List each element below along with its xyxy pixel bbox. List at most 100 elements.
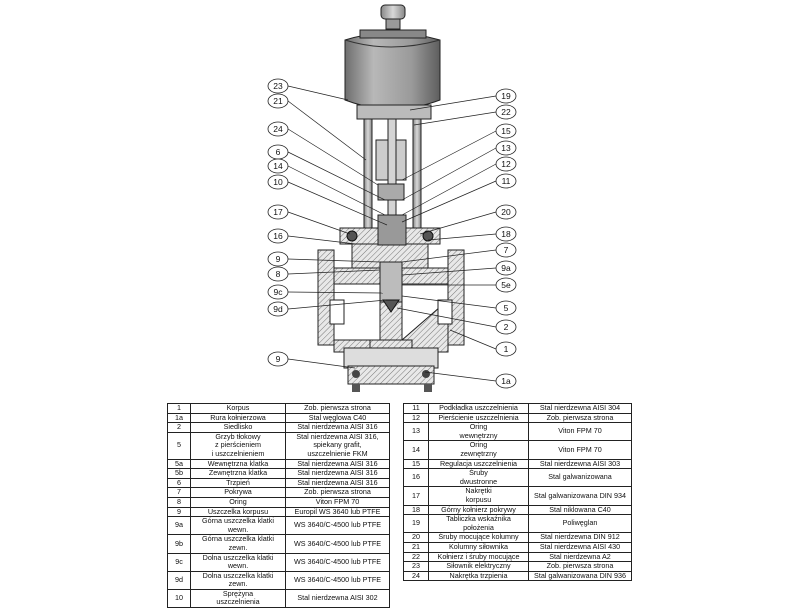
callout-label: 14 [273, 161, 283, 171]
part-name-cell: Zewnętrzna klatka [190, 468, 286, 479]
callout-bubble [495, 277, 517, 293]
part-number-cell: 23 [403, 561, 429, 572]
callout-bubble [267, 351, 289, 367]
callout-bubble [495, 173, 517, 189]
part-number-cell: 16 [403, 468, 429, 488]
part-number-cell: 1 [167, 403, 191, 414]
part-name-cell: Podkładka uszczelnienia [428, 403, 529, 414]
callout-label: 11 [502, 176, 511, 186]
callout-label: 23 [273, 81, 283, 91]
part-number-cell: 13 [403, 422, 429, 442]
callout-bubble [267, 174, 289, 190]
part-name-cell: Siedlisko [190, 422, 286, 433]
actuator-knob [380, 4, 406, 30]
part-number-cell: 20 [403, 532, 429, 543]
callout-label: 5 [504, 303, 509, 313]
bottom-flange-tube [343, 339, 439, 392]
part-material-cell: Viton FPM 70 [285, 496, 390, 508]
leader-lines [287, 85, 497, 382]
part-number-cell: 11 [403, 403, 429, 414]
part-material-cell: Zob. pierwsza strona [285, 487, 390, 498]
part-number-cell: 5b [167, 468, 191, 479]
callout-label: 10 [273, 177, 283, 187]
callout-label: 20 [501, 207, 511, 217]
callout-bubble [267, 121, 289, 137]
part-material-cell: WS 3640/C-4500 lub PTFE [285, 570, 390, 590]
callout-label: 9a [501, 263, 511, 273]
part-number-cell: 24 [403, 570, 429, 582]
part-number-cell: 2 [167, 422, 191, 433]
callout-bubble [495, 242, 517, 258]
part-number-cell: 17 [403, 486, 429, 506]
callout-label: 9c [274, 287, 284, 297]
part-number-cell: 5 [167, 431, 191, 460]
part-number-cell: 9d [167, 570, 191, 590]
callout-bubble [495, 373, 517, 389]
callout-bubble [267, 204, 289, 220]
part-material-cell: Stal nierdzewna AISI 430 [528, 541, 632, 553]
part-material-cell: Zob. pierwsza strona [528, 561, 632, 572]
callout-label: 8 [276, 269, 281, 279]
part-material-cell: Stal nierdzewna AISI 303 [528, 458, 632, 470]
part-name-cell: Śruby mocujące kolumny [428, 532, 529, 543]
callout-bubble [267, 158, 289, 174]
callout-bubble [495, 104, 517, 120]
callout-bubble [267, 266, 289, 282]
callout-bubble [495, 319, 517, 335]
callout-label: 17 [273, 207, 283, 217]
callout-label: 12 [501, 159, 511, 169]
part-number-cell: 14 [403, 440, 429, 460]
part-number-cell: 12 [403, 412, 429, 424]
part-number-cell: 8 [167, 496, 191, 508]
part-material-cell: Stal nierdzewna AISI 302 [285, 588, 390, 608]
part-name-cell: Nakrętka trzpienia [428, 570, 529, 582]
part-number-cell: 21 [403, 541, 429, 553]
part-material-cell: WS 3640/C-4500 lub PTFE [285, 516, 390, 536]
part-name-cell: Oring [190, 496, 286, 508]
electric-actuator [344, 29, 441, 110]
part-material-cell: Viton FPM 70 [528, 440, 632, 460]
part-material-cell: Stal galwanizowana [528, 468, 632, 488]
callout-label: 2 [504, 322, 509, 332]
callout-label: 15 [501, 126, 511, 136]
part-name-cell: Siłownik elektryczny [428, 561, 529, 572]
callout-label: 5e [501, 280, 511, 290]
callout-bubble [495, 260, 517, 276]
part-material-cell: Stal galwanizowana DIN 934 [528, 486, 632, 506]
callout-label: 7 [504, 245, 509, 255]
callout-label: 22 [501, 107, 511, 117]
callout-bubble [495, 88, 517, 104]
part-material-cell: Viton FPM 70 [528, 422, 632, 442]
callout-label: 18 [501, 229, 511, 239]
callout-bubble [495, 341, 517, 357]
callout-label: 24 [273, 124, 283, 134]
part-material-cell: Stal nierdzewna AISI 316 [285, 468, 390, 479]
part-material-cell: WS 3640/C-4500 lub PTFE [285, 552, 390, 572]
part-material-cell: Stal nierdzewna DIN 912 [528, 532, 632, 543]
callout-label: 16 [273, 231, 283, 241]
part-number-cell: 15 [403, 458, 429, 470]
